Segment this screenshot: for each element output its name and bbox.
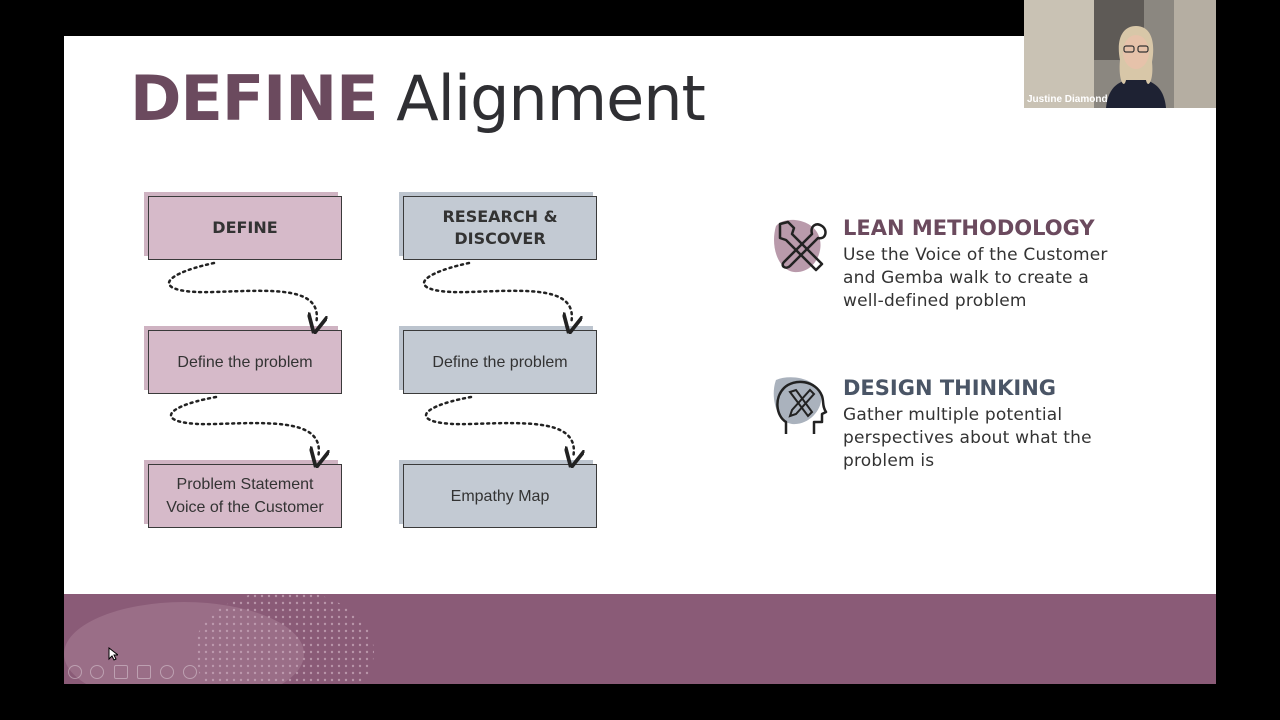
- empathy-map-box: Empathy Map: [399, 460, 597, 528]
- problem-statement-box: Problem Statement Voice of the Customer: [144, 460, 342, 528]
- define-problem-label: Define the problem: [177, 353, 313, 371]
- method-lean-description: Use the Voice of the Customer and Gemba …: [843, 245, 1108, 311]
- connector-arrows: [167, 261, 664, 596]
- presentation-slide: DEFINE Alignment DEFINE Define the probl…: [64, 36, 1216, 684]
- method-design-title: DESIGN THINKING: [843, 376, 1057, 400]
- arrow-research-2: [424, 395, 574, 458]
- next-slide-button[interactable]: [90, 665, 104, 679]
- arrow-define-1: [167, 261, 317, 324]
- define-problem-box: Define the problem: [144, 326, 342, 394]
- empathy-map-label: Empathy Map: [450, 487, 550, 505]
- define-header-box: DEFINE: [144, 192, 342, 260]
- mouse-cursor-icon: [108, 647, 118, 661]
- research-header-box: RESEARCH & DISCOVER: [399, 192, 597, 260]
- slide-footer-band: [64, 594, 1216, 684]
- method-design-description: Gather multiple potential perspectives a…: [843, 405, 1092, 471]
- previous-slide-button[interactable]: [68, 665, 82, 679]
- problem-statement-label: Problem Statement Voice of the Customer: [166, 476, 324, 516]
- footer-decoration: [64, 594, 374, 684]
- pen-tool-button[interactable]: [114, 665, 128, 679]
- slide-grid-button[interactable]: [137, 665, 151, 679]
- slide-title: DEFINE Alignment: [130, 62, 706, 135]
- head-tools-icon: [773, 377, 828, 434]
- research-problem-label: Define the problem: [432, 353, 568, 371]
- method-lean-title: LEAN METHODOLOGY: [843, 216, 1095, 240]
- title-bold-word: DEFINE: [130, 62, 378, 135]
- research-problem-box: Define the problem: [399, 326, 597, 394]
- arrow-define-2: [169, 395, 319, 458]
- define-header-label: DEFINE: [212, 218, 278, 237]
- zoom-button[interactable]: [160, 665, 174, 679]
- participant-video-feed: [1024, 0, 1216, 108]
- participant-video-tile[interactable]: Justine Diamond: [1024, 0, 1216, 108]
- tools-icon: [774, 219, 827, 273]
- arrow-research-1: [422, 261, 572, 324]
- title-rest: Alignment: [396, 62, 706, 135]
- research-header-label: RESEARCH & DISCOVER: [442, 207, 558, 248]
- more-options-button[interactable]: [183, 665, 197, 679]
- participant-name: Justine Diamond: [1027, 94, 1108, 105]
